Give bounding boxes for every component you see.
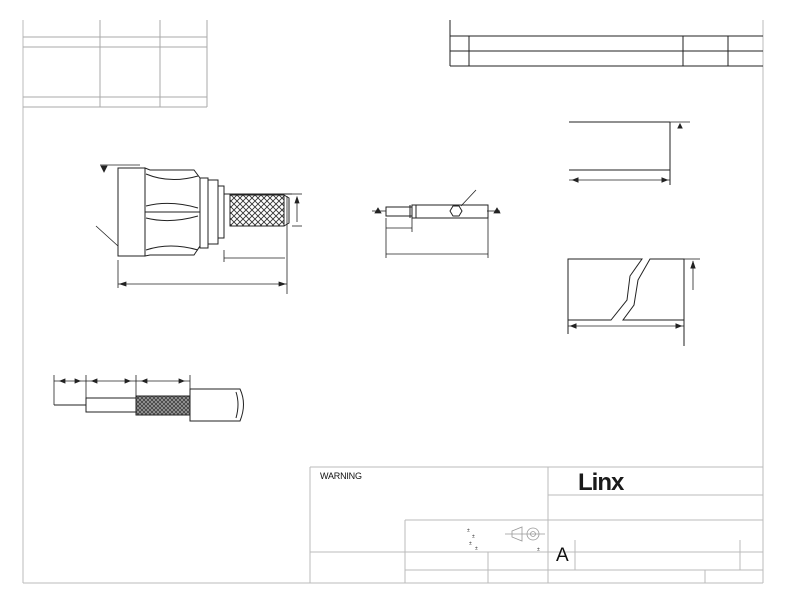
revision-table: [23, 20, 208, 108]
svg-text:±: ±: [537, 547, 540, 553]
connector-view: [117, 167, 292, 257]
sheet-border: [22, 20, 764, 584]
pin-view: [385, 204, 489, 219]
connector-dimensions: [95, 164, 302, 294]
warning-label: WARNING: [320, 471, 362, 481]
title-block: [309, 466, 763, 583]
cable-dimensions: [53, 375, 191, 405]
projection-symbol-icon: [505, 526, 545, 542]
svg-text:±: ±: [475, 546, 478, 552]
cable-strip-view: [54, 388, 244, 422]
ferrule-view: [569, 121, 690, 185]
parts-table: [449, 20, 763, 67]
svg-text:±: ±: [467, 528, 470, 534]
linx-logo: Linx: [578, 469, 624, 496]
revision-letter: A: [556, 545, 569, 566]
tolerance-marks: ± ± ± ± ±: [467, 528, 540, 553]
svg-text:±: ±: [469, 541, 472, 547]
sleeve-view: [567, 258, 700, 346]
pin-dimensions: [372, 189, 501, 258]
svg-text:±: ±: [472, 534, 475, 540]
